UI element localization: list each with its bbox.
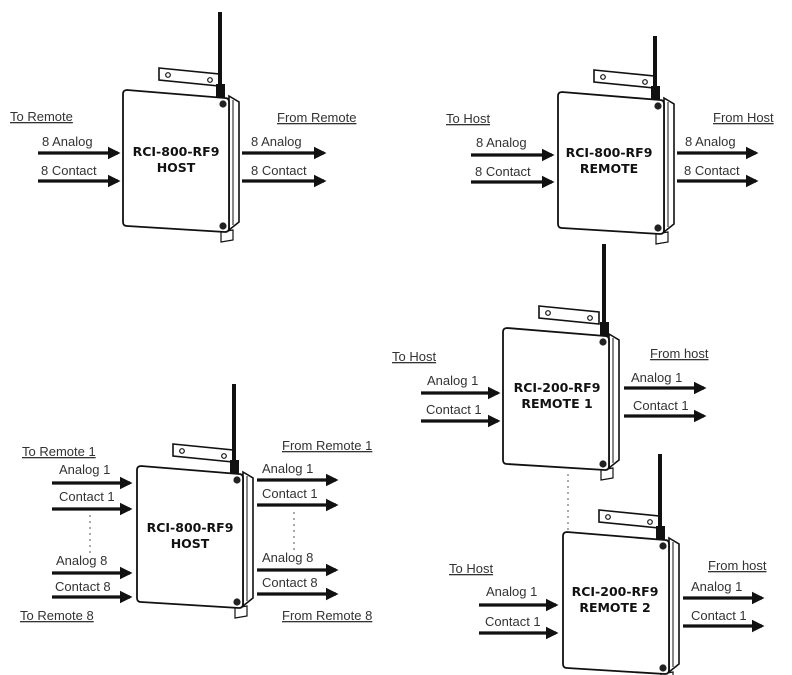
remote-single-out-title: From Host bbox=[713, 110, 774, 125]
host-single-enclosure bbox=[122, 12, 240, 243]
host-multi-role: HOST bbox=[171, 536, 210, 551]
remote-single-enclosure bbox=[557, 36, 675, 245]
remote-2-model: RCI-200-RF9 bbox=[572, 584, 659, 599]
host-single-in-label-2: 8 Contact bbox=[41, 163, 97, 178]
host-multi-diagram: To Remote 1 To Remote 8 From Remote 1 Fr… bbox=[20, 384, 372, 623]
remote-2-in-label-2: Contact 1 bbox=[485, 614, 541, 629]
host-multi-out-title-bottom: From Remote 8 bbox=[282, 608, 372, 623]
host-multi-in-label-1: Analog 1 bbox=[59, 462, 110, 477]
remote-2-role: REMOTE 2 bbox=[579, 600, 650, 615]
remote-2-out-label-1: Analog 1 bbox=[691, 579, 742, 594]
remote-1-model: RCI-200-RF9 bbox=[514, 380, 601, 395]
host-multi-out-label-3: Analog 8 bbox=[262, 550, 313, 565]
host-single-in-title: To Remote bbox=[10, 109, 73, 124]
remote-single-role: REMOTE bbox=[580, 161, 638, 176]
remote-single-in-title: To Host bbox=[446, 111, 490, 126]
host-multi-out-label-4: Contact 8 bbox=[262, 575, 318, 590]
remote-1-in-label-2: Contact 1 bbox=[426, 402, 482, 417]
remote-single-in-label-1: 8 Analog bbox=[476, 135, 527, 150]
remote-single-in-label-2: 8 Contact bbox=[475, 164, 531, 179]
host-multi-in-title-bottom: To Remote 8 bbox=[20, 608, 94, 623]
remote-1-diagram: To Host From host Analog 1 Contact 1 Ana… bbox=[392, 244, 709, 530]
host-single-out-title: From Remote bbox=[277, 110, 356, 125]
host-multi-in-label-4: Contact 8 bbox=[55, 579, 111, 594]
remote-2-diagram: To Host From host Analog 1 Contact 1 Ana… bbox=[449, 454, 767, 675]
remote-single-diagram: To Host From Host 8 Analog 8 Contact 8 A… bbox=[446, 36, 774, 245]
remote-2-enclosure bbox=[562, 454, 680, 675]
host-multi-in-label-2: Contact 1 bbox=[59, 489, 115, 504]
host-single-out-label-2: 8 Contact bbox=[251, 163, 307, 178]
host-multi-out-label-1: Analog 1 bbox=[262, 461, 313, 476]
remote-single-model: RCI-800-RF9 bbox=[566, 145, 653, 160]
remote-1-out-label-1: Analog 1 bbox=[631, 370, 682, 385]
host-multi-in-label-3: Analog 8 bbox=[56, 553, 107, 568]
host-single-role: HOST bbox=[157, 160, 196, 175]
host-single-out-label-1: 8 Analog bbox=[251, 134, 302, 149]
host-single-diagram: To Remote From Remote 8 Analog 8 Contact… bbox=[10, 12, 356, 243]
host-multi-out-title-top: From Remote 1 bbox=[282, 438, 372, 453]
remote-single-out-label-2: 8 Contact bbox=[684, 163, 740, 178]
host-multi-in-title-top: To Remote 1 bbox=[22, 444, 96, 459]
remote-2-in-title: To Host bbox=[449, 561, 493, 576]
host-multi-model: RCI-800-RF9 bbox=[147, 520, 234, 535]
remote-2-in-label-1: Analog 1 bbox=[486, 584, 537, 599]
remote-1-enclosure bbox=[502, 244, 620, 481]
remote-1-role: REMOTE 1 bbox=[521, 396, 592, 411]
host-single-in-label-1: 8 Analog bbox=[42, 134, 93, 149]
host-multi-enclosure bbox=[136, 384, 254, 619]
host-multi-out-label-2: Contact 1 bbox=[262, 486, 318, 501]
remote-single-out-label-1: 8 Analog bbox=[685, 134, 736, 149]
remote-2-out-title: From host bbox=[708, 558, 767, 573]
remote-1-in-title: To Host bbox=[392, 349, 436, 364]
remote-1-out-label-2: Contact 1 bbox=[633, 398, 689, 413]
remote-1-in-label-1: Analog 1 bbox=[427, 373, 478, 388]
remote-1-out-title: From host bbox=[650, 346, 709, 361]
host-single-model: RCI-800-RF9 bbox=[133, 144, 220, 159]
remote-2-out-label-2: Contact 1 bbox=[691, 608, 747, 623]
